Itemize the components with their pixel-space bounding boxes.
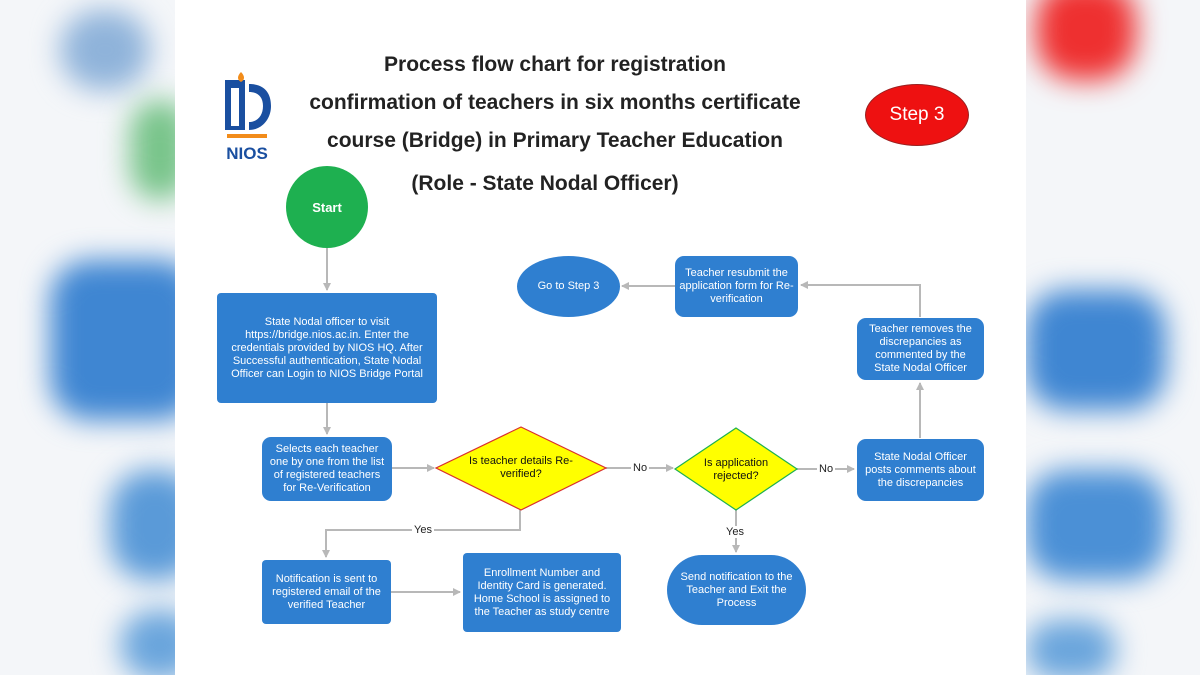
edge-remove-to-resubmit — [800, 281, 921, 317]
flowchart-page: NIOS Process flow chart for registration… — [175, 0, 1026, 675]
resubmit-node: Teacher resubmit the application form fo… — [675, 256, 798, 317]
remove-discrepancies-node: Teacher removes the discrepancies as com… — [857, 318, 984, 380]
logo-text: NIOS — [226, 144, 268, 163]
notify-email-node: Notification is sent to registered email… — [262, 560, 391, 624]
title-line-3: course (Bridge) in Primary Teacher Educa… — [327, 129, 783, 152]
edge-label-yes-1: Yes — [412, 524, 434, 536]
decision-rejected-shape — [673, 427, 799, 511]
send-notification-node: Send notification to the Teacher and Exi… — [667, 555, 806, 625]
nios-logo: NIOS — [219, 66, 275, 164]
enrollment-node: Enrollment Number and Identity Card is g… — [463, 553, 621, 632]
decision-reverified-shape — [434, 426, 608, 511]
post-comments-node: State Nodal Officer posts comments about… — [857, 439, 984, 501]
background-left — [0, 0, 175, 675]
nios-emblem-icon — [225, 72, 271, 138]
start-node: Start — [286, 166, 368, 248]
edge-label-no-1: No — [631, 462, 650, 474]
decision-rejected-label: Is application rejected? — [703, 457, 769, 482]
edge-label-yes-2: Yes — [724, 526, 746, 538]
role-subtitle: (Role - State Nodal Officer) — [411, 172, 679, 195]
visit-portal-node: State Nodal officer to visit https://bri… — [217, 293, 437, 403]
page-title: Process flow chart for registration conf… — [270, 46, 840, 160]
go-to-step3-node: Go to Step 3 — [517, 256, 620, 317]
select-teacher-node: Selects each teacher one by one from the… — [262, 437, 392, 501]
edge-label-no-2: No — [817, 463, 836, 475]
decision-reverified-label: Is teacher details Re-verified? — [469, 455, 573, 480]
step-badge: Step 3 — [865, 84, 969, 146]
connectors — [322, 248, 924, 596]
title-line-2: confirmation of teachers in six months c… — [309, 91, 801, 114]
background-right — [1026, 0, 1200, 675]
title-line-1: Process flow chart for registration — [384, 53, 726, 76]
